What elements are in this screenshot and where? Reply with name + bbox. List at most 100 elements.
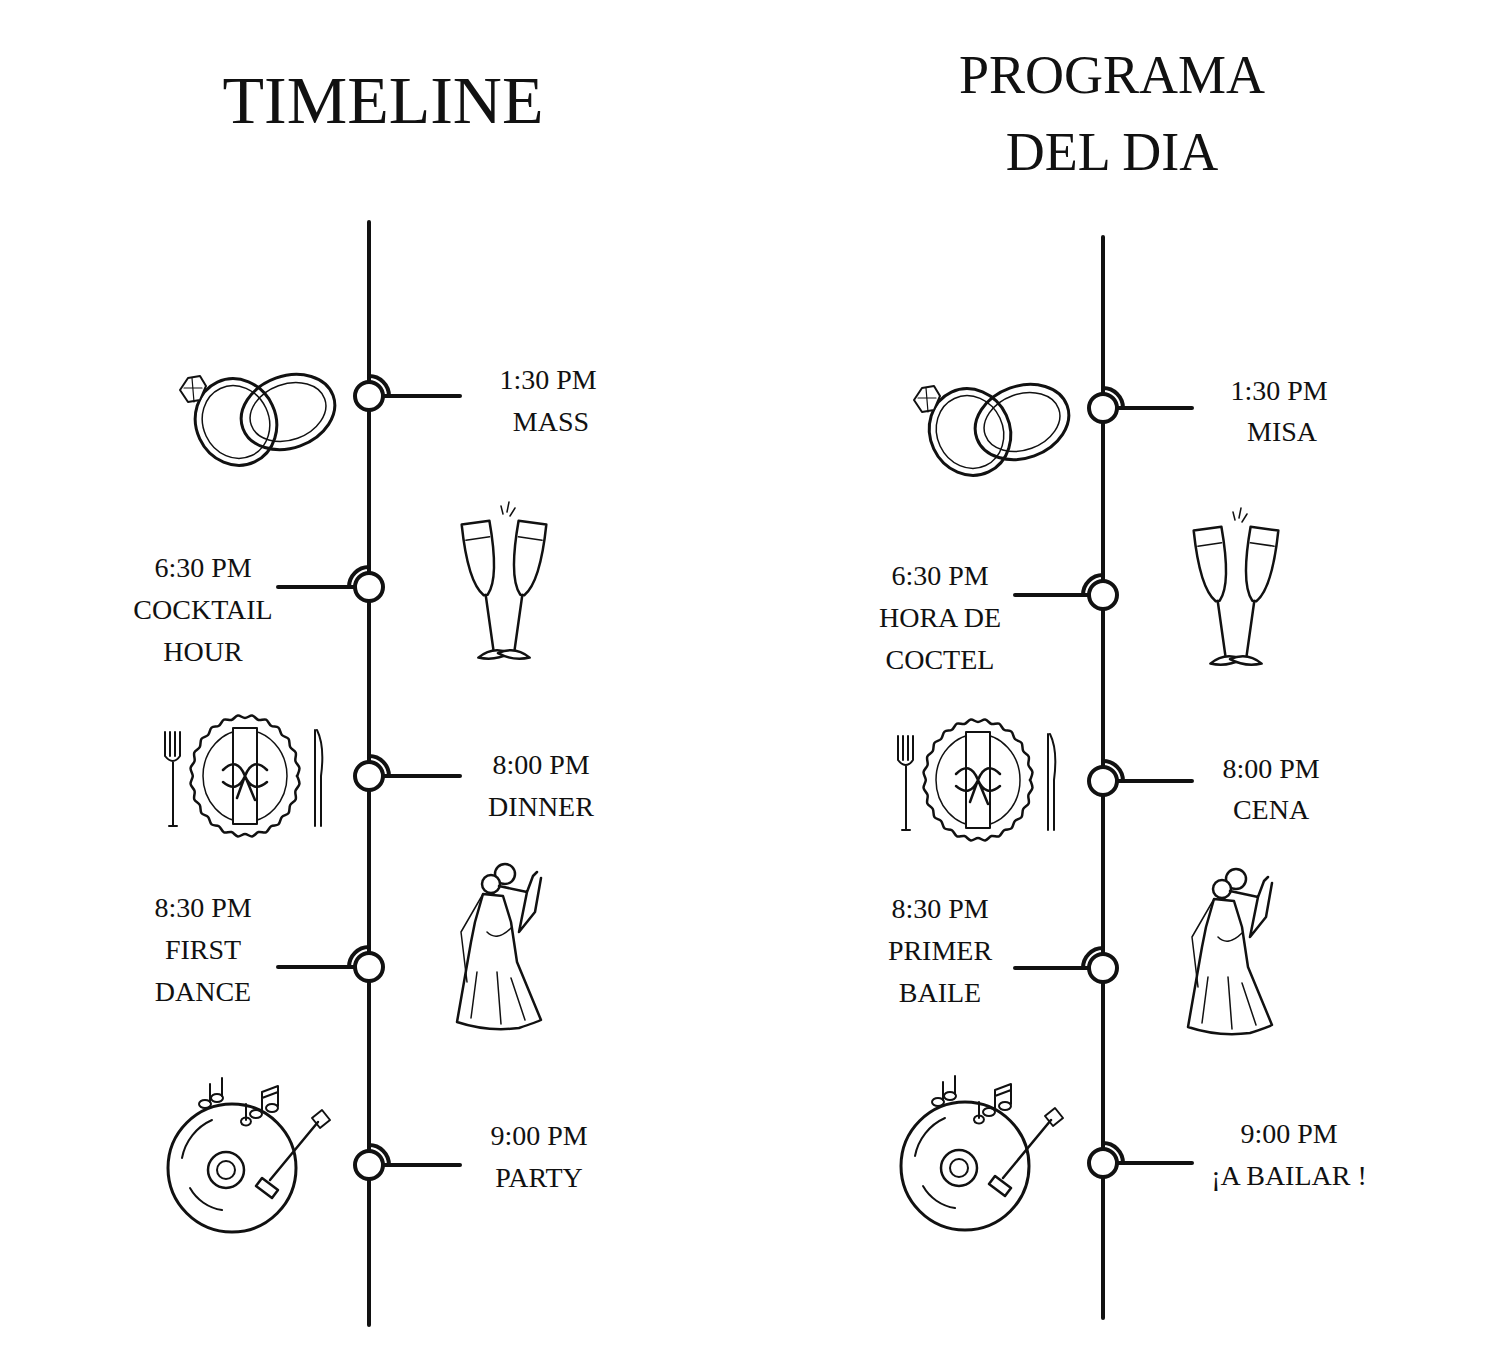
fork <box>165 732 180 826</box>
record-center <box>950 1159 968 1177</box>
stop-circle <box>1089 954 1117 982</box>
flute-bowl <box>1240 527 1278 603</box>
flute-bowl <box>1193 527 1231 603</box>
knife <box>1048 734 1055 830</box>
bride-dress <box>1188 899 1272 1034</box>
leader-line <box>1117 779 1192 783</box>
record-disc <box>168 1104 296 1232</box>
event-label: PARTY <box>409 1157 669 1199</box>
single-note <box>241 1104 251 1126</box>
time-label: 9:00 PM <box>409 1115 669 1157</box>
diamond <box>914 386 940 412</box>
record-disc <box>901 1102 1029 1230</box>
time-label: 1:30 PM <box>418 359 678 401</box>
record-groove <box>182 1120 222 1210</box>
stop-circle <box>1089 581 1117 609</box>
record-icon <box>901 1076 1063 1230</box>
event-label: COCKTAIL HOUR <box>121 589 286 673</box>
fork <box>898 736 913 830</box>
record-label <box>208 1152 244 1188</box>
diamond <box>180 376 206 402</box>
record-center <box>217 1161 235 1179</box>
champagne-glasses-icon <box>460 502 549 661</box>
note-stems <box>943 1076 955 1100</box>
stop-circle <box>355 953 383 981</box>
bride-dress <box>457 894 541 1029</box>
champagne-glasses-icon <box>1192 508 1281 667</box>
time-label: 6:30 PM <box>121 547 286 589</box>
leader-line <box>278 965 355 969</box>
leader-line <box>383 1163 460 1167</box>
event-label: FIRST DANCE <box>121 929 286 1013</box>
record-icon <box>168 1078 330 1232</box>
stop-circle <box>355 382 383 410</box>
leader-line <box>1015 593 1089 597</box>
plate-rim <box>191 715 300 836</box>
leader-line <box>278 585 355 589</box>
time-label: 8:30 PM <box>121 887 286 929</box>
timeline-spine <box>1015 237 1192 1318</box>
beamed-notes <box>262 1086 278 1112</box>
time-label: 6:30 PM <box>858 555 1023 597</box>
single-note <box>974 1102 984 1124</box>
timeline-spine <box>278 222 460 1325</box>
time-label: 9:00 PM <box>1159 1113 1419 1155</box>
event-label: MISA <box>1152 411 1412 453</box>
event-label: DINNER <box>411 786 671 828</box>
tone-arm <box>989 1120 1051 1196</box>
beamed-notes <box>995 1084 1011 1110</box>
record-groove <box>915 1118 955 1208</box>
leader-line <box>1117 406 1192 410</box>
event-label: ¡A BAILAR ! <box>1159 1155 1419 1197</box>
dress-folds <box>1192 899 1256 1029</box>
plate-rim <box>924 719 1033 840</box>
stop-circle <box>1089 394 1117 422</box>
rings-icon <box>180 362 345 479</box>
flute-stem <box>486 595 494 649</box>
title-label: TIMELINE <box>83 59 683 141</box>
wine-level <box>1198 543 1222 546</box>
dancing-couple-icon <box>1188 869 1272 1034</box>
stop-circle <box>1089 1149 1117 1177</box>
clink-marks <box>1233 508 1247 522</box>
leader-line <box>1117 1161 1192 1165</box>
record-label <box>941 1150 977 1186</box>
flute-bowl <box>508 521 546 597</box>
time-label: 8:30 PM <box>858 888 1023 930</box>
note-stems <box>210 1078 222 1102</box>
time-label: 1:30 PM <box>1149 370 1409 412</box>
diamond-facet <box>918 388 936 412</box>
time-label: 8:00 PM <box>1141 748 1401 790</box>
wine-level <box>1250 543 1274 546</box>
time-label: 8:00 PM <box>411 744 671 786</box>
stop-circle <box>355 762 383 790</box>
event-label: HORA DE COCTEL <box>858 597 1023 681</box>
leader-line <box>383 774 460 778</box>
bow <box>956 768 1000 804</box>
flute-bowl <box>461 521 499 597</box>
event-label: PRIMER BAILE <box>858 930 1023 1014</box>
stop-circle <box>1089 767 1117 795</box>
event-label: MASS <box>421 401 681 443</box>
rings-icon <box>914 372 1079 489</box>
title-label: PROGRAMA DEL DIA <box>932 37 1292 191</box>
dancing-couple-icon <box>457 864 541 1029</box>
flute-stem <box>1247 601 1255 655</box>
flute-stem <box>515 595 523 649</box>
flute-foot <box>498 648 531 660</box>
event-label: CENA <box>1141 789 1401 831</box>
bride-head <box>1213 880 1231 898</box>
knife <box>315 730 322 826</box>
leader-line <box>383 394 460 398</box>
wine-level <box>466 537 490 540</box>
bride-head <box>482 875 500 893</box>
tone-arm <box>256 1122 318 1198</box>
place-setting-icon <box>165 715 322 836</box>
wine-level <box>518 537 542 540</box>
leader-line <box>1015 966 1089 970</box>
stop-circle <box>355 1151 383 1179</box>
stop-circle <box>355 573 383 601</box>
diamond-facet <box>184 378 202 402</box>
place-setting-icon <box>898 719 1055 840</box>
bow <box>223 764 267 800</box>
